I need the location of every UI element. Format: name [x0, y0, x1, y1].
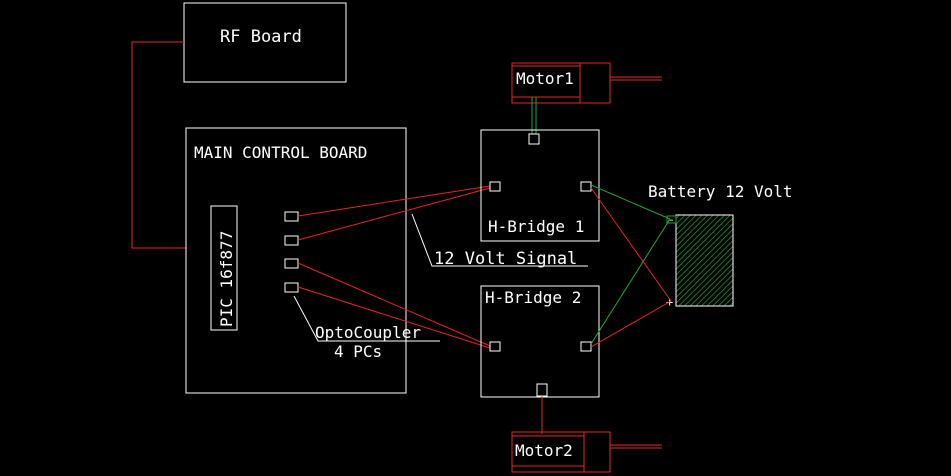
- opto-label: OptoCoupler: [315, 323, 421, 342]
- optocoupler-1: [284, 211, 299, 222]
- signal-wire-4: [297, 286, 491, 349]
- battery-minus-label: −: [668, 216, 674, 226]
- motor2-label-frame: [511, 435, 585, 467]
- main-control-board: [185, 127, 407, 394]
- rf-board-label: RF Board: [220, 27, 302, 47]
- battery-neg-wire-hb1: [590, 184, 671, 220]
- signal-label: 12 Volt Signal: [434, 249, 577, 269]
- h-bridge-1-motor-pin: [528, 133, 540, 145]
- battery-minus-terminal: [666, 215, 677, 224]
- signal-wire-3: [297, 262, 491, 347]
- optocoupler-4: [284, 282, 299, 293]
- h-bridge-1-pwr-pin: [580, 181, 592, 192]
- h-bridge-2-in-pin: [489, 341, 501, 352]
- h-bridge-2-motor-pin: [536, 383, 548, 397]
- signal-wire-2: [297, 187, 491, 241]
- h-bridge-1-label: H-Bridge 1: [488, 217, 584, 236]
- h-bridge-2: [480, 285, 600, 398]
- battery: [675, 214, 734, 307]
- pic-chip: [210, 205, 238, 331]
- pic-label: PIC 16f877: [217, 231, 236, 327]
- motor1-label: Motor1: [516, 69, 574, 88]
- optocoupler-2: [284, 235, 299, 246]
- rf-wire: [131, 41, 186, 249]
- opto-callout: [293, 295, 440, 342]
- h-bridge-2-pwr-pin: [580, 341, 592, 352]
- signal-wire-1: [297, 185, 491, 217]
- battery-neg-wire-hb2: [590, 218, 671, 345]
- optocoupler-3: [284, 258, 299, 269]
- battery-pos-wire-hb2: [590, 300, 672, 348]
- signal-callout: [411, 213, 588, 267]
- motor2-label: Motor2: [515, 441, 573, 460]
- h-bridge-1-in-pin: [489, 181, 501, 192]
- h-bridge-2-label: H-Bridge 2: [485, 288, 581, 307]
- h-bridge-1: [480, 129, 600, 242]
- battery-label: Battery 12 Volt: [648, 182, 793, 201]
- motor1-label-frame: [511, 65, 581, 98]
- opto-count-label: 4 PCs: [334, 342, 382, 361]
- battery-pos-wire-hb1: [590, 187, 672, 302]
- main-board-label: MAIN CONTROL BOARD: [194, 143, 367, 162]
